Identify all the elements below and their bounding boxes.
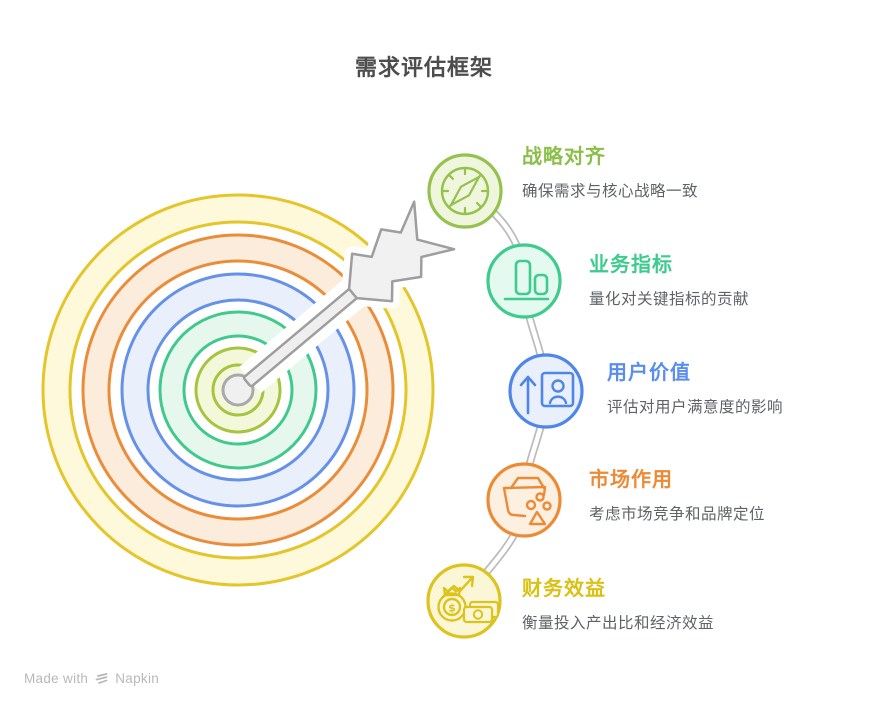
list-item-user-value: 用户价值 评估对用户满意度的影响 [607, 360, 875, 418]
item-title: 市场作用 [589, 469, 673, 491]
made-with-napkin-credit: Made with Napkin [24, 671, 159, 686]
item-description: 衡量投入产出比和经济效益 [522, 615, 715, 632]
item-title: 财务效益 [522, 578, 606, 600]
target-center [221, 373, 255, 407]
item-description: 量化对关键指标的贡献 [589, 291, 750, 308]
list-item-market: 市场作用 考虑市场竞争和品牌定位 [589, 467, 875, 525]
item-title: 用户价值 [607, 362, 691, 384]
brand-label: Napkin [115, 671, 160, 686]
svg-text:$: $ [448, 602, 456, 615]
compass-icon [427, 153, 503, 229]
made-with-label: Made with [24, 671, 89, 686]
item-description: 考虑市场竞争和品牌定位 [589, 506, 766, 523]
user-growth-icon [508, 353, 584, 429]
item-title: 业务指标 [589, 254, 673, 276]
napkin-logo-icon [95, 673, 108, 684]
bar-chart-icon [486, 243, 562, 319]
item-description: 评估对用户满意度的影响 [607, 399, 784, 416]
item-description: 确保需求与核心战略一致 [522, 183, 699, 200]
shopping-basket-icon [486, 462, 562, 538]
item-title: 战略对齐 [522, 146, 606, 168]
list-item-metrics: 业务指标 量化对关键指标的贡献 [589, 252, 875, 310]
list-item-strategy: 战略对齐 确保需求与核心战略一致 [522, 144, 822, 202]
arrow-icon [242, 194, 462, 388]
money-growth-icon: $ [426, 563, 502, 639]
list-item-finance: 财务效益 衡量投入产出比和经济效益 [522, 576, 822, 634]
page-title: 需求评估框架 [354, 55, 493, 80]
